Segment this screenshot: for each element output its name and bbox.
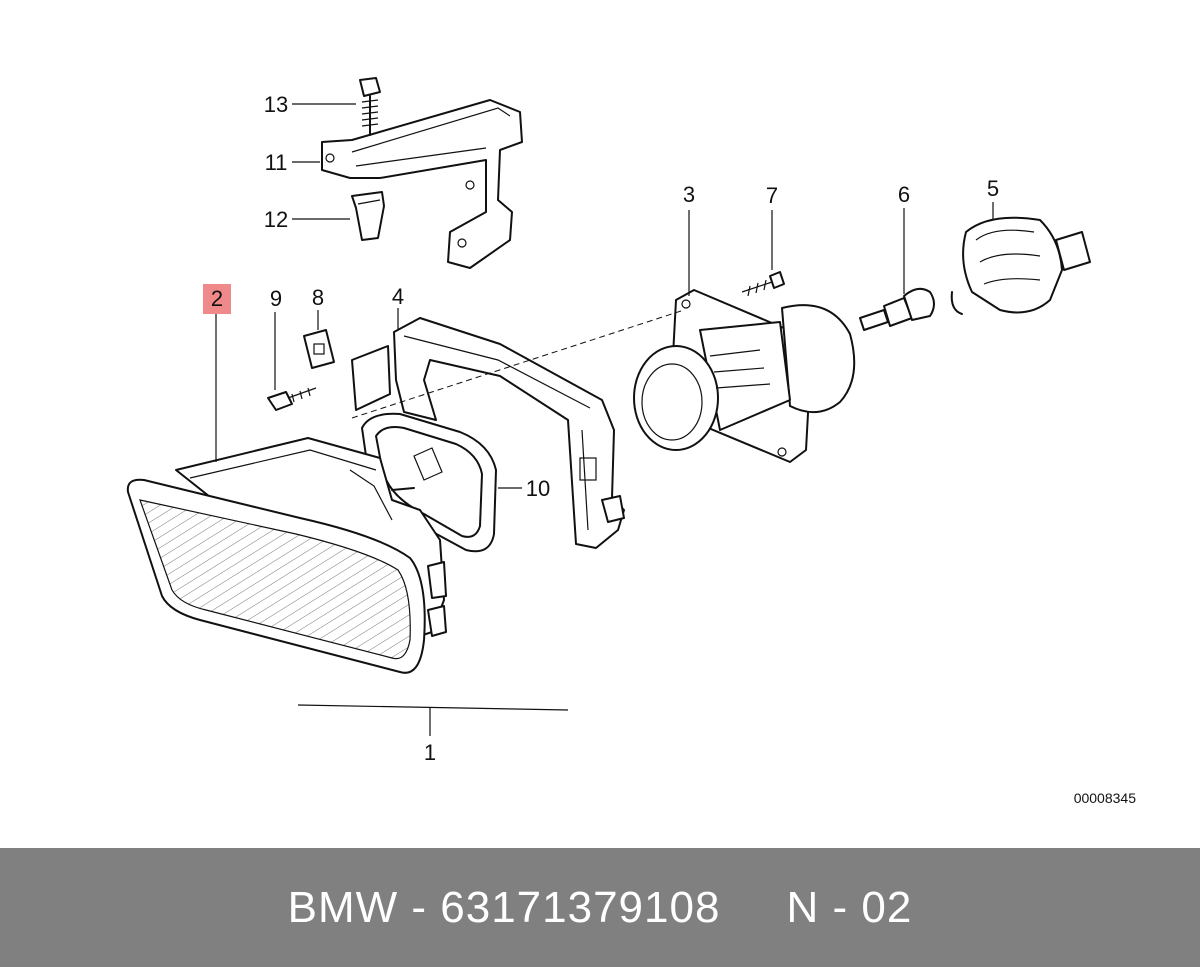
callout-8: 8 — [312, 285, 324, 310]
clip-nut-part-12 — [351, 191, 385, 241]
footer-bar: BMW - 63171379108 N - 02 — [0, 848, 1200, 967]
screw-part-9 — [267, 387, 317, 411]
parts-diagram: 1 2 3 4 5 6 7 8 9 10 11 12 13 00008345 — [126, 77, 1137, 806]
callout-13: 13 — [264, 92, 288, 117]
callout-11: 11 — [265, 150, 288, 175]
callout-1: 1 — [424, 740, 436, 765]
callout-2: 2 — [211, 286, 223, 311]
socket-part-5 — [950, 216, 1091, 315]
frame-part-4 — [351, 317, 625, 549]
bulb-part-6 — [859, 287, 935, 331]
housing-part-2 — [126, 437, 447, 674]
callout-9: 9 — [270, 286, 282, 311]
callout-6: 6 — [898, 182, 910, 207]
callout-5: 5 — [987, 176, 999, 201]
assembly-axis — [351, 309, 685, 419]
exploded-view-svg: 1 2 3 4 5 6 7 8 9 10 11 12 13 00008345 — [126, 77, 1137, 806]
bracket-part-11 — [321, 99, 523, 269]
bolt-part-13 — [359, 77, 381, 136]
screw-part-7 — [741, 271, 785, 297]
callout-3: 3 — [683, 182, 695, 207]
callout-2-highlight — [203, 284, 231, 314]
clip-part-8 — [303, 329, 335, 369]
projector-part-3 — [633, 289, 856, 463]
callout-4: 4 — [392, 284, 404, 309]
diagram-reference-number: 00008345 — [1074, 790, 1137, 806]
leader-lines — [215, 103, 994, 736]
callout-7: 7 — [766, 183, 778, 208]
part-number-caption: BMW - 63171379108 N - 02 — [287, 882, 913, 932]
callout-12: 12 — [264, 207, 288, 232]
callout-10: 10 — [526, 476, 550, 501]
